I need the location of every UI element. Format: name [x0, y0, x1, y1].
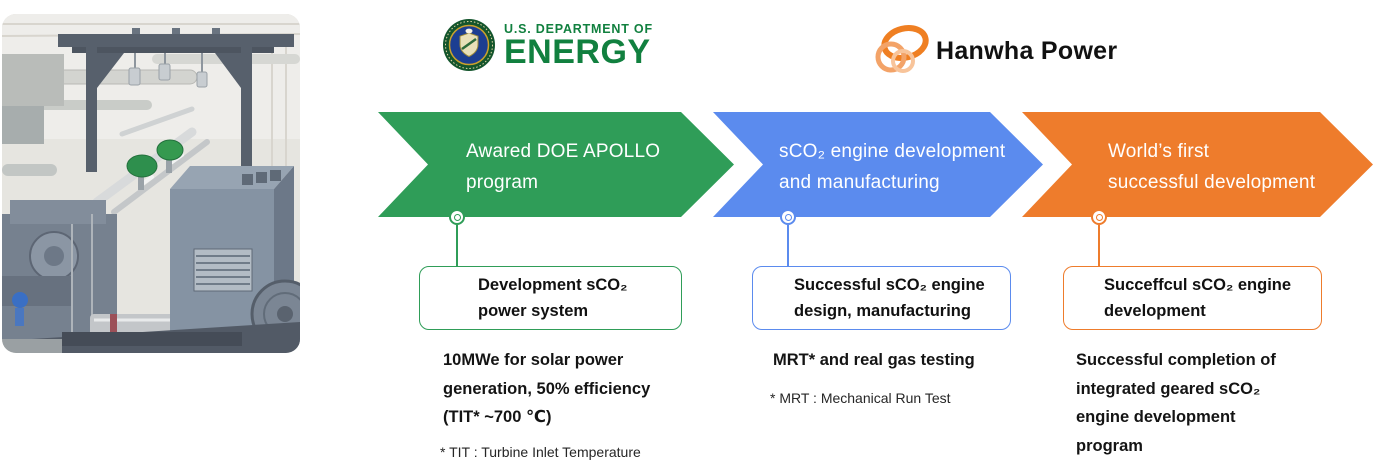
info-box-3: Succeffcul sCO₂ engine development — [1063, 266, 1322, 330]
chevron-arrow-1: Awared DOE APOLLO program — [378, 112, 734, 217]
detail-3-line-1: Successful completion of — [1076, 351, 1276, 369]
hanwha-logo-text: Hanwha Power — [936, 36, 1118, 65]
doe-energy-line: ENERGY — [504, 33, 651, 71]
box-2-line-2: design, manufacturing — [794, 302, 971, 320]
detail-text-1: 10MWe for solar power generation, 50% ef… — [443, 346, 650, 432]
detail-text-3: Successful completion of integrated gear… — [1076, 346, 1276, 460]
arrow-3-line-1: World’s first — [1108, 141, 1210, 162]
doe-logo: U.S. DEPARTMENT OF ENERGY — [442, 18, 653, 72]
connector-line-3 — [1098, 225, 1100, 266]
info-box-2: Successful sCO₂ engine design, manufactu… — [752, 266, 1011, 330]
detail-1-line-1: 10MWe for solar power — [443, 351, 624, 369]
gantry-structure — [58, 28, 294, 196]
arrow-1-line-1: Awared DOE APOLLO — [466, 141, 661, 162]
doe-seal-icon — [443, 19, 495, 71]
detail-3-line-4: program — [1076, 436, 1143, 455]
detail-1-line-3: (TIT* ~700 ℃) — [443, 408, 552, 426]
info-box-1: Development sCO₂ power system — [419, 266, 682, 330]
connector-line-1 — [456, 225, 458, 266]
box-1-line-2: power system — [478, 302, 589, 320]
timeline-marker-1 — [449, 209, 465, 225]
arrow-1-line-2: program — [466, 172, 539, 193]
doe-dept-line: U.S. DEPARTMENT OF — [504, 22, 653, 36]
box-1-line-1: Development sCO₂ — [478, 276, 628, 294]
base-platform — [2, 322, 300, 353]
footnote-tit: * TIT : Turbine Inlet Temperature — [440, 444, 641, 460]
detail-3-line-2: integrated geared sCO₂ — [1076, 379, 1261, 398]
box-2-line-1: Successful sCO₂ engine — [794, 276, 985, 294]
hanwha-emblem-icon — [875, 25, 929, 73]
detail-3-line-3: engine development — [1076, 408, 1236, 426]
facility-photo-illustration — [2, 14, 300, 353]
detail-text-2: MRT* and real gas testing — [773, 346, 975, 375]
marker-dot-icon — [453, 213, 461, 221]
arrow-2-line-2: and manufacturing — [779, 172, 940, 193]
facility-photo — [2, 14, 300, 353]
generator-unit — [170, 166, 300, 349]
box-3-line-1: Succeffcul sCO₂ engine — [1104, 276, 1292, 294]
footnote-mrt: * MRT : Mechanical Run Test — [770, 390, 951, 406]
marker-dot-icon — [784, 213, 792, 221]
connector-line-2 — [787, 225, 789, 266]
arrow-3-line-2: successful development — [1108, 172, 1316, 193]
detail-1-line-2: generation, 50% efficiency — [443, 379, 651, 398]
timeline-marker-2 — [780, 209, 796, 225]
arrow-2-line-1: sCO₂ engine development — [779, 141, 1006, 162]
detail-2-line-1: MRT* and real gas testing — [773, 351, 975, 369]
timeline-marker-3 — [1091, 209, 1107, 225]
chevron-arrow-2: sCO₂ engine development and manufacturin… — [713, 112, 1043, 217]
box-3-line-2: development — [1104, 302, 1206, 320]
chevron-arrow-3: World’s first successful development — [1022, 112, 1373, 217]
hanging-actuators — [128, 53, 208, 88]
marker-dot-icon — [1095, 213, 1103, 221]
hanwha-logo: Hanwha Power — [874, 24, 1117, 78]
